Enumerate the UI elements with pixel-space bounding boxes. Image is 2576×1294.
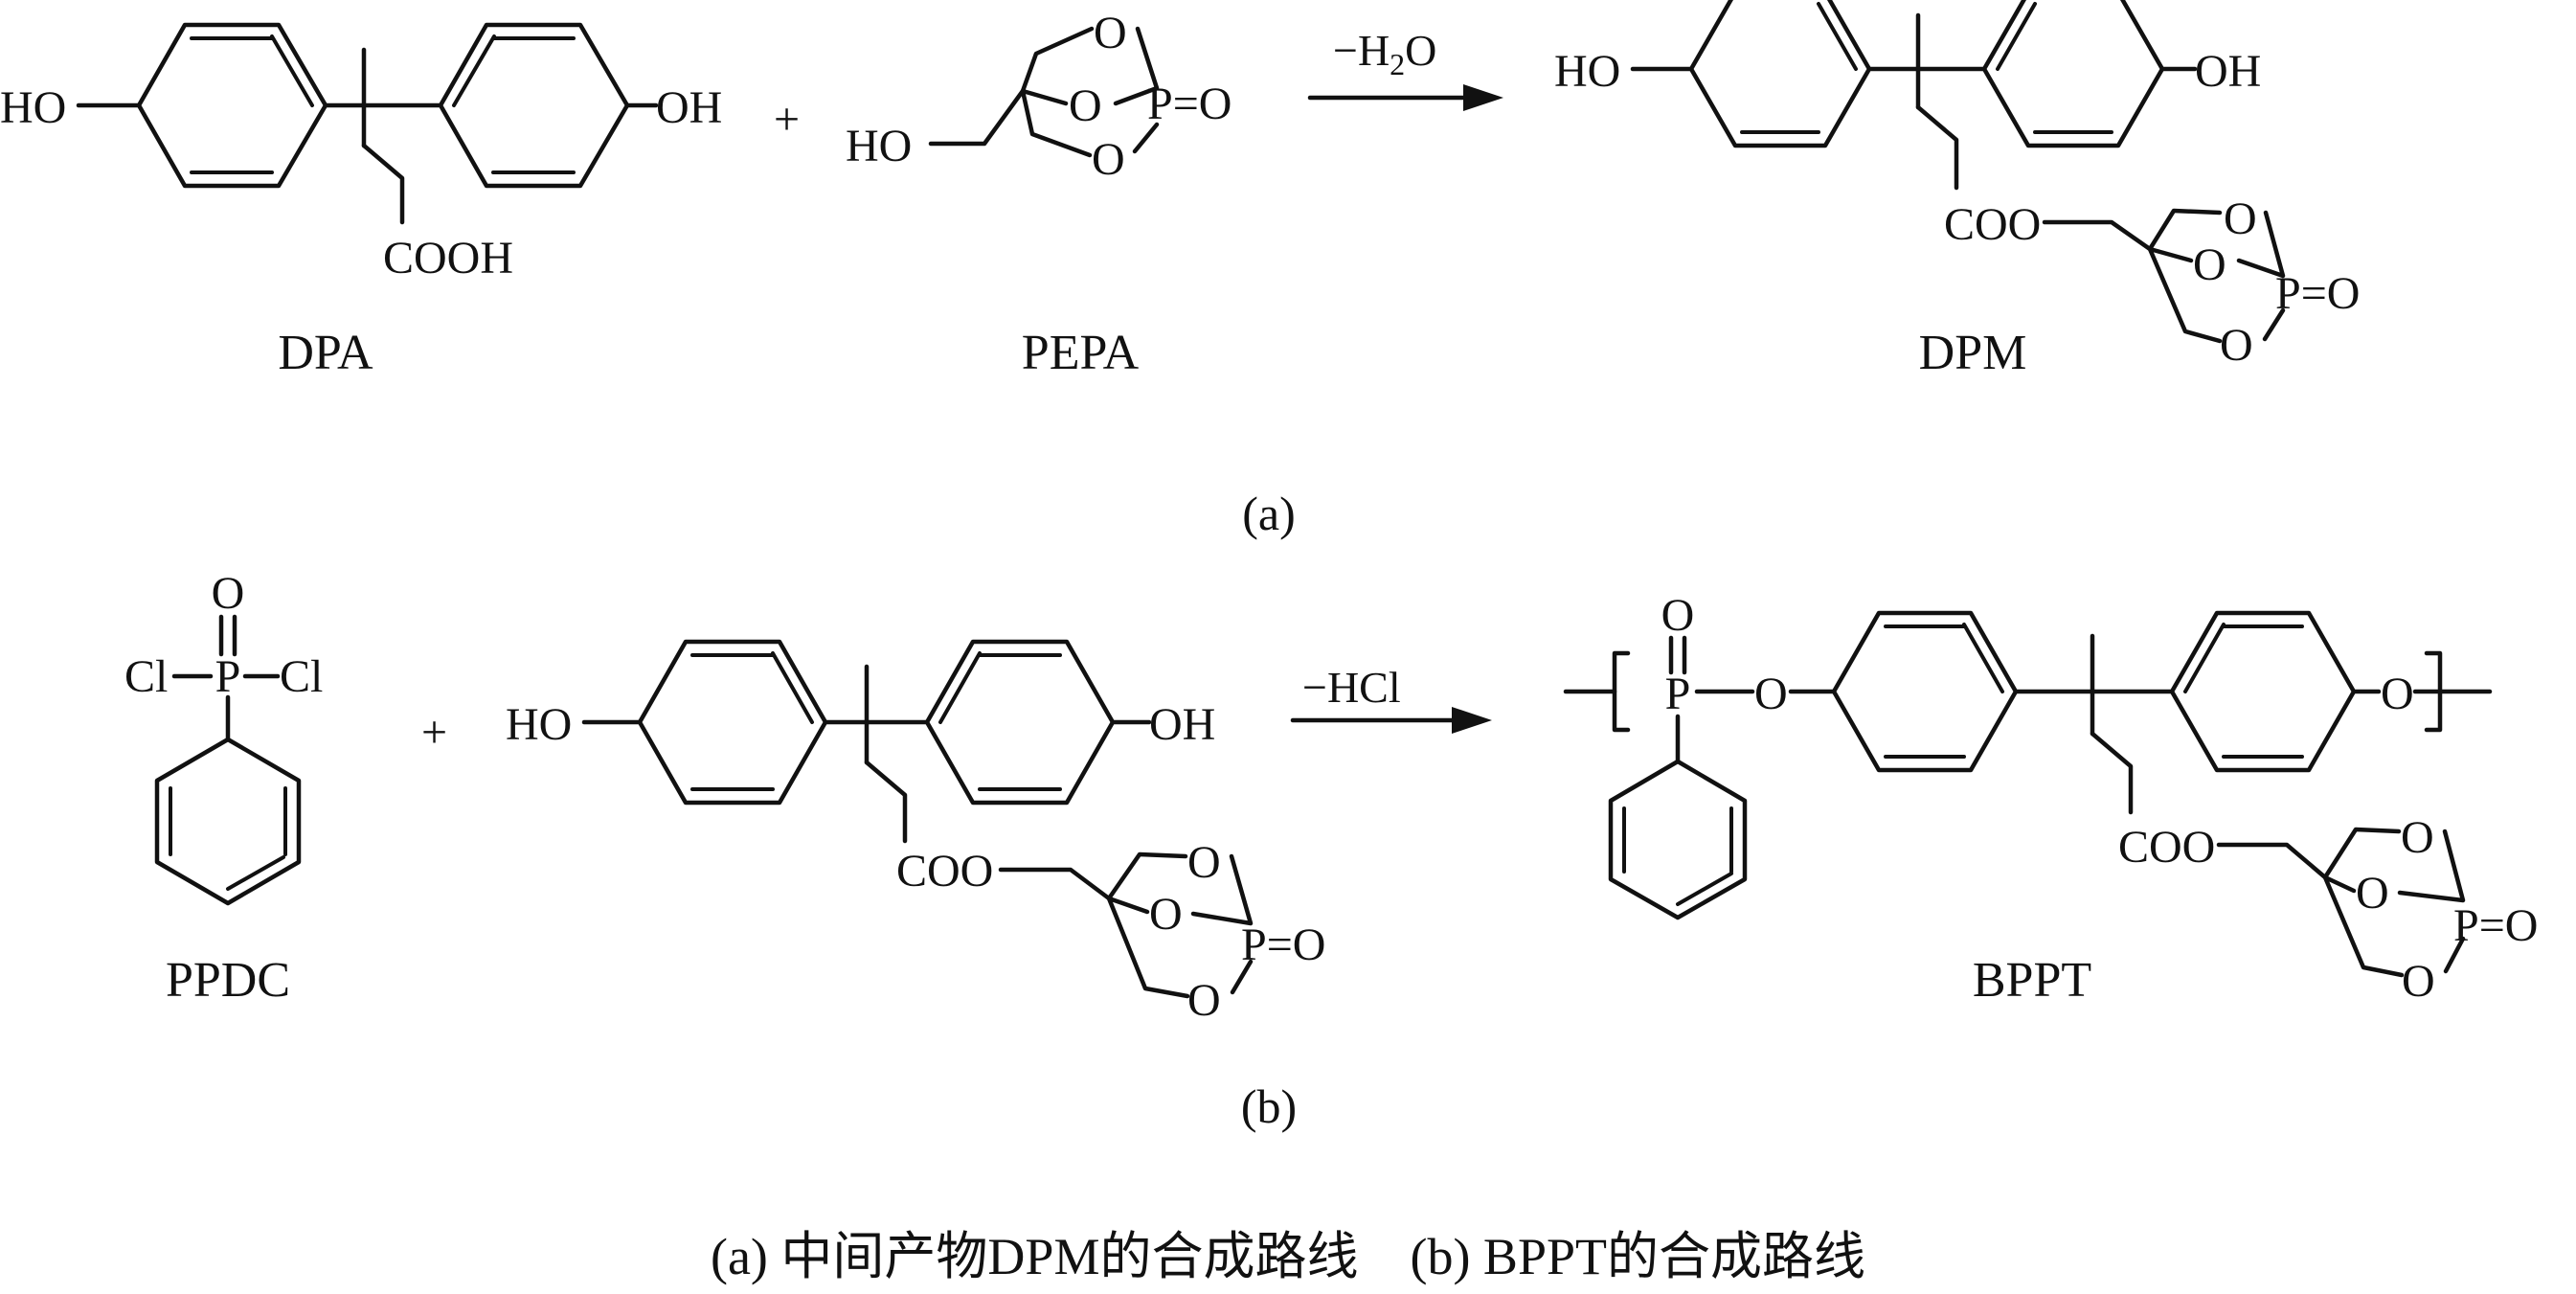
bppt-name: BPPT bbox=[1973, 953, 2091, 1008]
ppdc-cl-right: Cl bbox=[280, 651, 323, 702]
dpm-reactant-left-ring bbox=[637, 639, 828, 806]
panel-label-b: (b) bbox=[1241, 1079, 1297, 1133]
bppt-o-link-2: O bbox=[2381, 669, 2414, 719]
pepa-o-mid: O bbox=[1069, 80, 1102, 131]
bppt-left-bracket bbox=[1612, 650, 1631, 733]
dpa-cooh-label: COOH bbox=[383, 233, 513, 284]
panel-label-a: (a) bbox=[1242, 487, 1296, 540]
bppt-o-mid: O bbox=[2356, 868, 2389, 919]
dpm-reactant-oh-label: OH bbox=[1149, 699, 1215, 750]
dpm-oh-label: OH bbox=[2195, 46, 2261, 97]
pepa-p-label: P=O bbox=[1147, 79, 1232, 129]
dpa-right-benzene-ring bbox=[438, 22, 630, 189]
dpm-o-top: O bbox=[2224, 193, 2257, 244]
dpa-name: DPA bbox=[278, 326, 373, 380]
ppdc-benzene-ring bbox=[154, 737, 302, 906]
dpm-reactant-structure: HO OH COO O O O P=O bbox=[506, 639, 1325, 1026]
bppt-structure: O P O O bbox=[1563, 590, 2538, 1007]
ppdc-cl-left: Cl bbox=[124, 651, 168, 702]
bppt-o-dbl-label: O bbox=[1661, 590, 1695, 641]
dpm-right-benzene-ring bbox=[1981, 0, 2165, 148]
plus-sign-a: + bbox=[774, 94, 800, 145]
reaction-arrow-a: −H2O bbox=[1307, 26, 1503, 111]
dpa-oh-label: OH bbox=[656, 82, 722, 133]
arrow-a-label: −H2O bbox=[1333, 26, 1436, 81]
dpa-left-benzene-ring bbox=[136, 22, 328, 189]
plus-sign-b: + bbox=[421, 707, 447, 758]
reaction-arrow-b: −HCl bbox=[1290, 663, 1492, 734]
figure-caption: (a) 中间产物DPM的合成路线 (b) BPPT的合成路线 bbox=[711, 1228, 1865, 1285]
pepa-o-top: O bbox=[1094, 8, 1127, 58]
dpm-name: DPM bbox=[1919, 326, 2027, 380]
dpm-ho-label: HO bbox=[1554, 46, 1620, 97]
bppt-o-bot: O bbox=[2402, 956, 2435, 1007]
bppt-left-benzene-ring bbox=[1831, 610, 2019, 773]
dpm-o-mid: O bbox=[2193, 239, 2226, 290]
bppt-p-label: P bbox=[1665, 669, 1691, 719]
dpm-reactant-o-mid: O bbox=[1149, 889, 1183, 940]
dpm-reactant-right-ring bbox=[924, 639, 1116, 806]
ppdc-structure: O Cl P Cl bbox=[124, 568, 323, 906]
bppt-coo-label: COO bbox=[2118, 822, 2215, 873]
pepa-structure: HO O O O P=O bbox=[846, 8, 1232, 185]
pepa-ho-label: HO bbox=[846, 121, 912, 171]
bppt-o-top: O bbox=[2401, 812, 2434, 863]
dpm-reactant-coo-label: COO bbox=[896, 846, 993, 897]
dpa-ho-label: HO bbox=[0, 82, 66, 133]
ppdc-p-label: P bbox=[215, 651, 241, 702]
bppt-o-link-1: O bbox=[1754, 669, 1788, 719]
dpm-p-label: P=O bbox=[2275, 268, 2360, 319]
dpm-coo-label: COO bbox=[1944, 199, 2041, 250]
pepa-name: PEPA bbox=[1022, 326, 1140, 380]
dpm-o-bot: O bbox=[2220, 320, 2253, 371]
dpm-reactant-p-label: P=O bbox=[1241, 919, 1325, 970]
dpm-reactant-o-bot: O bbox=[1187, 975, 1221, 1026]
ppdc-name: PPDC bbox=[166, 953, 290, 1008]
dpm-left-benzene-ring bbox=[1688, 0, 1872, 148]
dpa-structure: HO OH COOH bbox=[0, 22, 722, 284]
pepa-o-bot: O bbox=[1092, 134, 1125, 185]
dpm-reactant-ho-label: HO bbox=[506, 699, 572, 750]
bppt-right-benzene-ring bbox=[2169, 610, 2357, 773]
dpm-structure: HO OH COO O O O P=O bbox=[1554, 0, 2360, 371]
dpm-reactant-o-top: O bbox=[1187, 837, 1221, 888]
bppt-phenyl-ring bbox=[1608, 759, 1748, 920]
bppt-p2-label: P=O bbox=[2453, 900, 2538, 951]
arrow-b-label: −HCl bbox=[1302, 663, 1401, 712]
ppdc-o-label: O bbox=[212, 568, 245, 619]
